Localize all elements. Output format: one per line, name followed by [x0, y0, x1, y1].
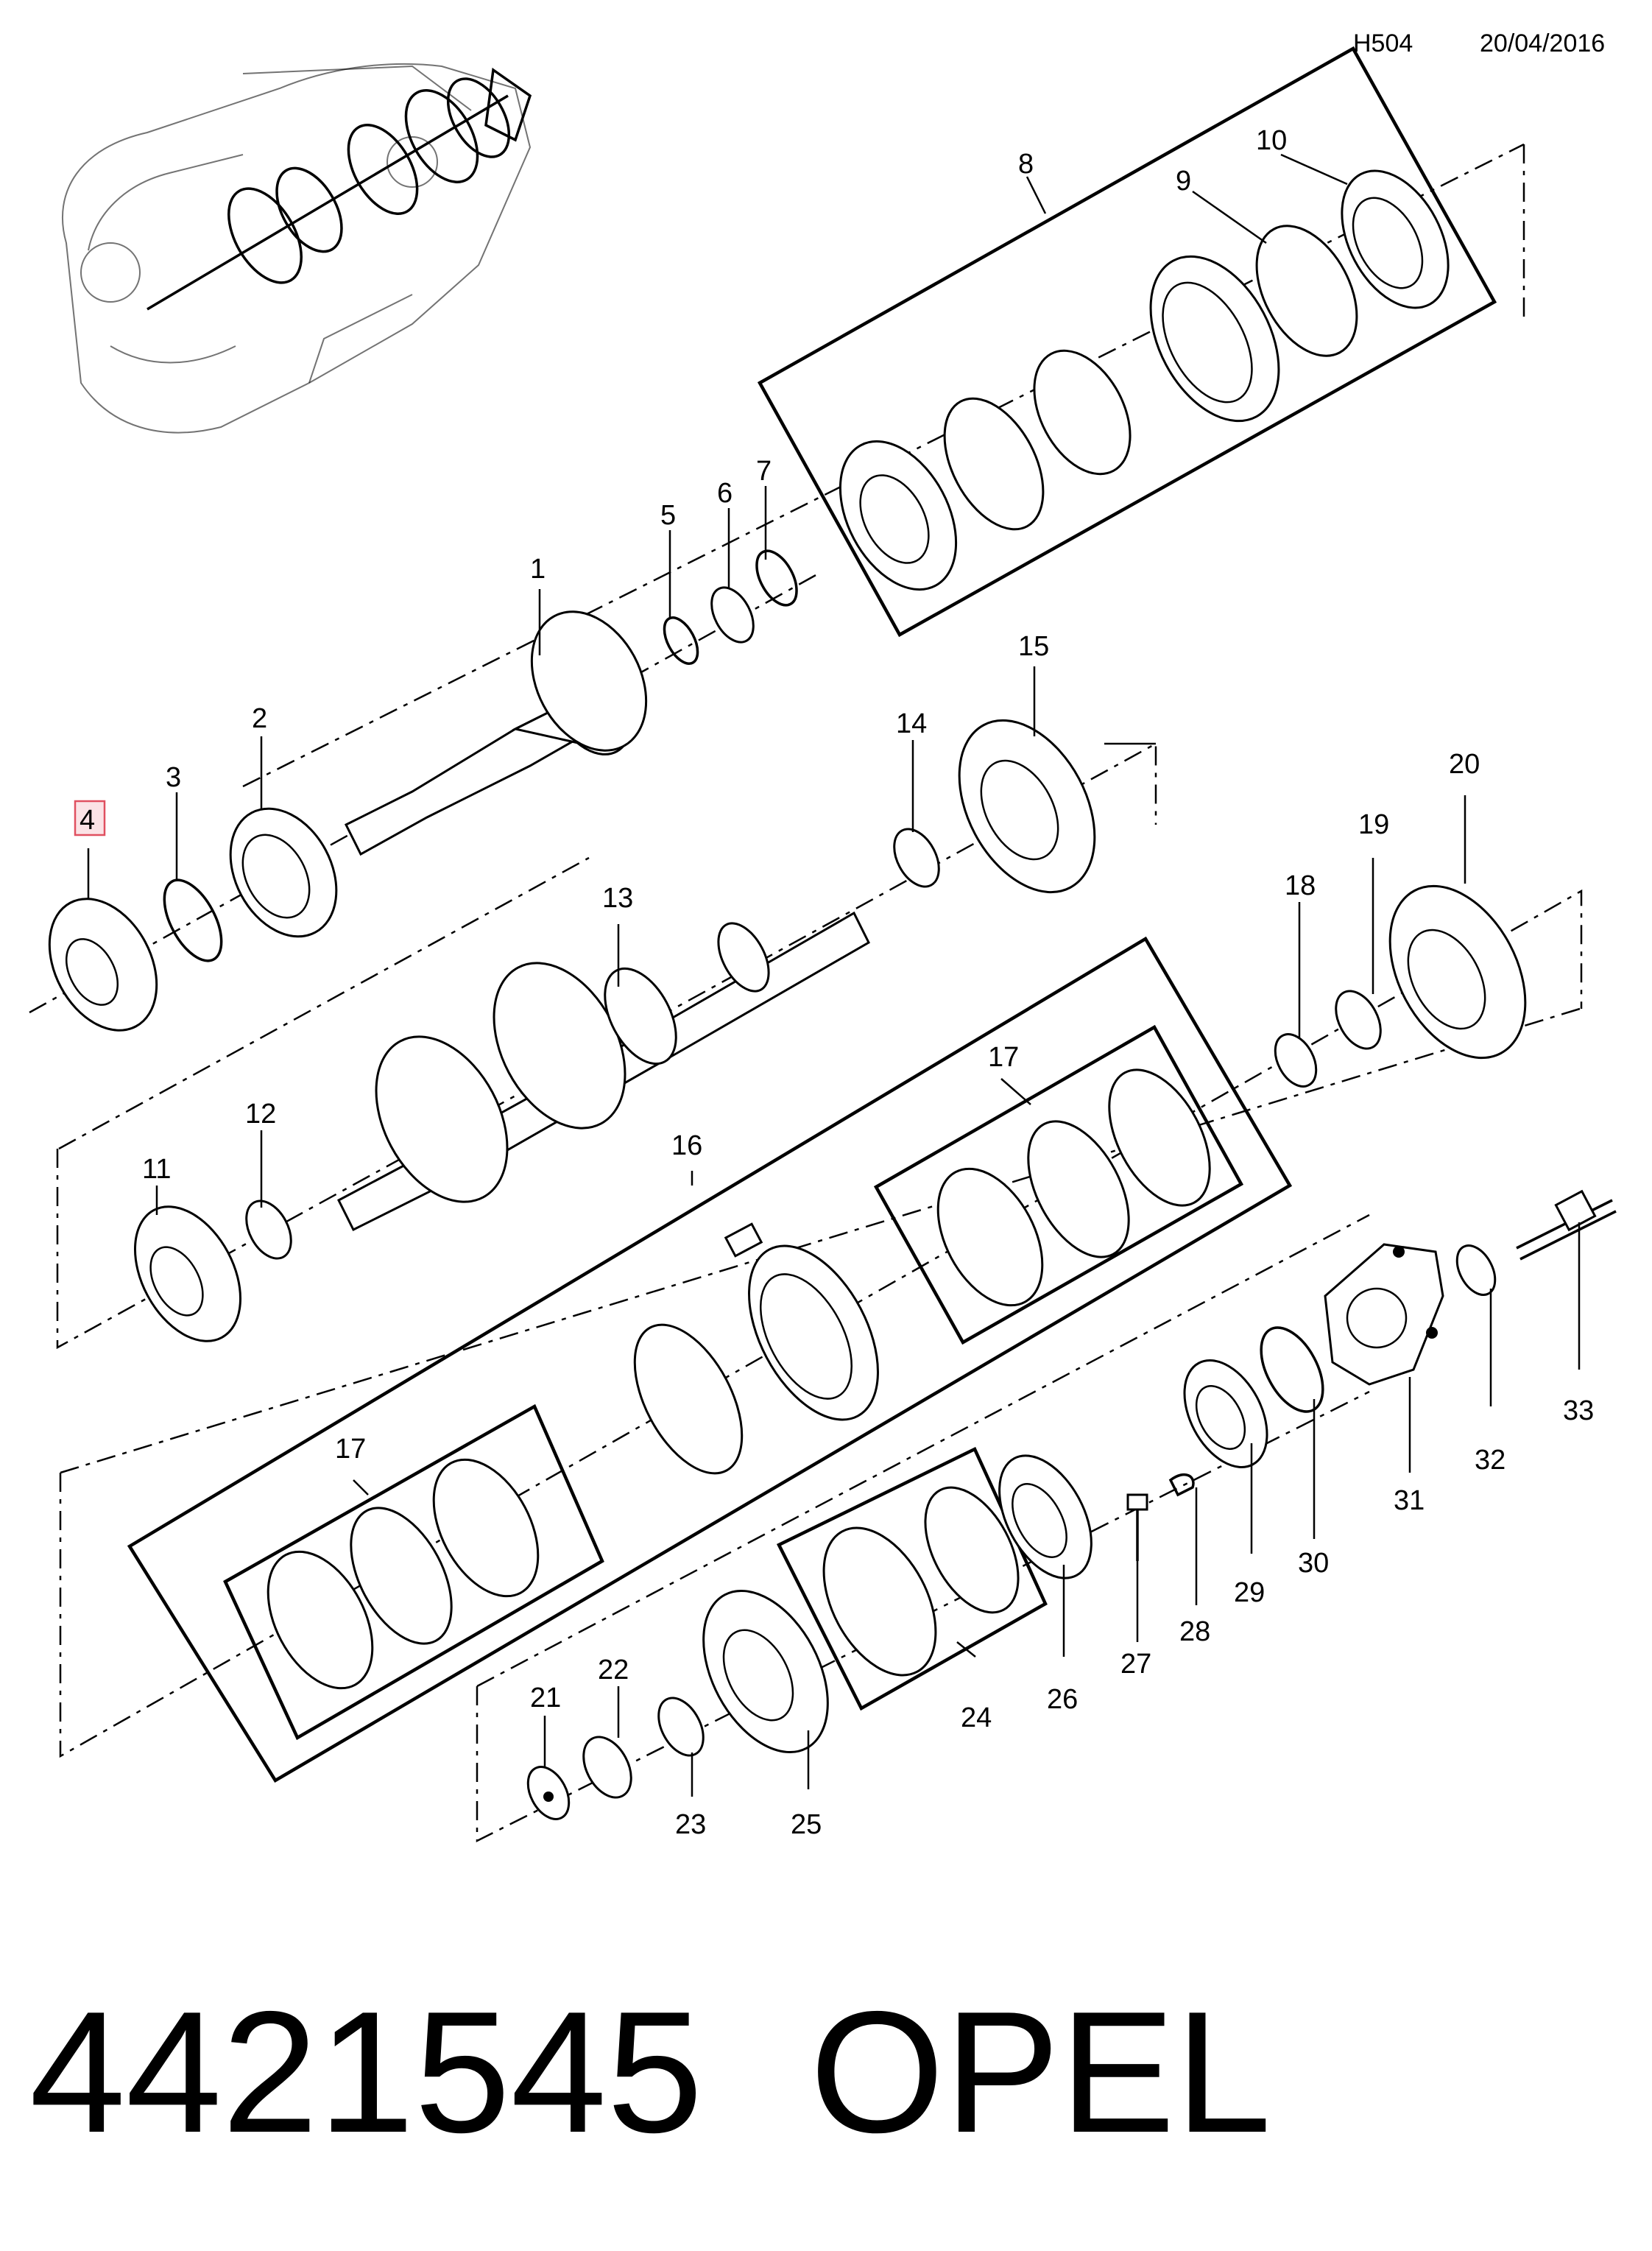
part-32-washer [1455, 1244, 1497, 1296]
part-6-needle-bearing [710, 586, 755, 644]
callout-3[interactable]: 3 [166, 762, 181, 793]
part-20-gear [1388, 884, 1527, 1060]
part-12-needle-bearing [245, 1200, 292, 1260]
part-14-needle-bearing [893, 828, 940, 888]
callout-10[interactable]: 10 [1256, 125, 1287, 156]
part-1-input-shaft [344, 610, 648, 856]
callout-6[interactable]: 6 [717, 478, 733, 509]
callout-18[interactable]: 18 [1285, 870, 1316, 901]
callout-8[interactable]: 8 [1018, 149, 1034, 180]
part-26-gear-ring [998, 1454, 1092, 1579]
part-28-clip [1168, 1473, 1195, 1497]
kit-box-17-lower [223, 1403, 604, 1741]
part-10-gear-ring [1341, 169, 1450, 309]
callout-28[interactable]: 28 [1179, 1616, 1210, 1647]
part-11-gear [133, 1205, 242, 1342]
diagram-code: H504 [1353, 29, 1413, 57]
kit-box-8 [757, 46, 1497, 638]
callout-5[interactable]: 5 [660, 500, 676, 531]
part-21-washer [526, 1766, 571, 1820]
part-18-spacer [1274, 1033, 1318, 1088]
part-31-flange [1324, 1243, 1444, 1386]
part-27-bolt [1126, 1493, 1148, 1561]
diagram-date: 20/04/2016 [1480, 29, 1605, 57]
part-2-bearing [229, 807, 338, 938]
callout-29[interactable]: 29 [1234, 1577, 1265, 1608]
part-29-bearing [1183, 1359, 1268, 1468]
callout-9[interactable]: 9 [1176, 166, 1191, 197]
brand-name: OPEL [810, 1975, 1271, 2169]
leader-lines [87, 153, 1581, 1797]
callout-numbers: 4 3 2 1 5 6 7 8 9 10 11 12 13 14 15 16 1… [74, 125, 1594, 1840]
callout-19[interactable]: 19 [1358, 809, 1389, 840]
callout-11[interactable]: 11 [142, 1154, 171, 1185]
callout-27[interactable]: 27 [1120, 1649, 1151, 1680]
part-9-synchro-ring [1255, 225, 1358, 357]
part-number: 4421545 [29, 1975, 703, 2169]
callout-17-lower[interactable]: 17 [335, 1434, 366, 1465]
callout-24[interactable]: 24 [961, 1702, 992, 1733]
callout-33[interactable]: 33 [1563, 1395, 1594, 1426]
part-3-circlip [163, 878, 223, 962]
callout-21[interactable]: 21 [530, 1683, 561, 1713]
callout-26[interactable]: 26 [1047, 1684, 1078, 1715]
callout-25[interactable]: 25 [791, 1809, 822, 1840]
kit-box-17-upper [873, 1024, 1244, 1345]
callout-15[interactable]: 15 [1018, 631, 1049, 662]
callout-17-upper[interactable]: 17 [988, 1042, 1019, 1073]
part-22-bushing [582, 1736, 632, 1799]
part-23-needle-bearing [657, 1697, 705, 1757]
part-24-synchro-kit [822, 1486, 1020, 1677]
callout-13[interactable]: 13 [602, 883, 633, 914]
part-5-snap-ring [663, 616, 699, 665]
callout-22[interactable]: 22 [598, 1655, 629, 1685]
callout-1[interactable]: 1 [530, 554, 546, 585]
part-4-seal [48, 898, 158, 1032]
callout-14[interactable]: 14 [896, 708, 927, 739]
gearbox-thumbnail [62, 63, 532, 434]
part-25-gear [702, 1589, 829, 1754]
callout-31[interactable]: 31 [1394, 1485, 1425, 1516]
part-17-synchro-rings-lower [266, 1458, 540, 1690]
part-8-synchro-assembly [839, 255, 1280, 591]
kit-box-24 [776, 1446, 1048, 1711]
callout-20[interactable]: 20 [1449, 749, 1480, 780]
part-13-main-shaft [337, 911, 870, 1232]
part-19-needle-bearing [1335, 990, 1382, 1050]
callout-4-highlight [74, 800, 106, 836]
callout-30[interactable]: 30 [1298, 1548, 1329, 1579]
callout-23[interactable]: 23 [675, 1809, 706, 1840]
part-17-synchro-rings-upper [936, 1068, 1211, 1307]
callout-4[interactable]: 4 [80, 805, 95, 836]
part-33-bolt [1516, 1189, 1617, 1261]
callout-12[interactable]: 12 [245, 1099, 276, 1130]
part-15-gear [958, 719, 1096, 894]
part-7-snap-ring [755, 549, 798, 607]
part-16-synchro-hub-sleeve [633, 1222, 879, 1475]
kit-box-16 [127, 936, 1293, 1783]
callout-7[interactable]: 7 [756, 456, 772, 487]
callout-32[interactable]: 32 [1475, 1445, 1505, 1476]
callout-2[interactable]: 2 [252, 703, 267, 734]
callout-16[interactable]: 16 [671, 1130, 702, 1161]
